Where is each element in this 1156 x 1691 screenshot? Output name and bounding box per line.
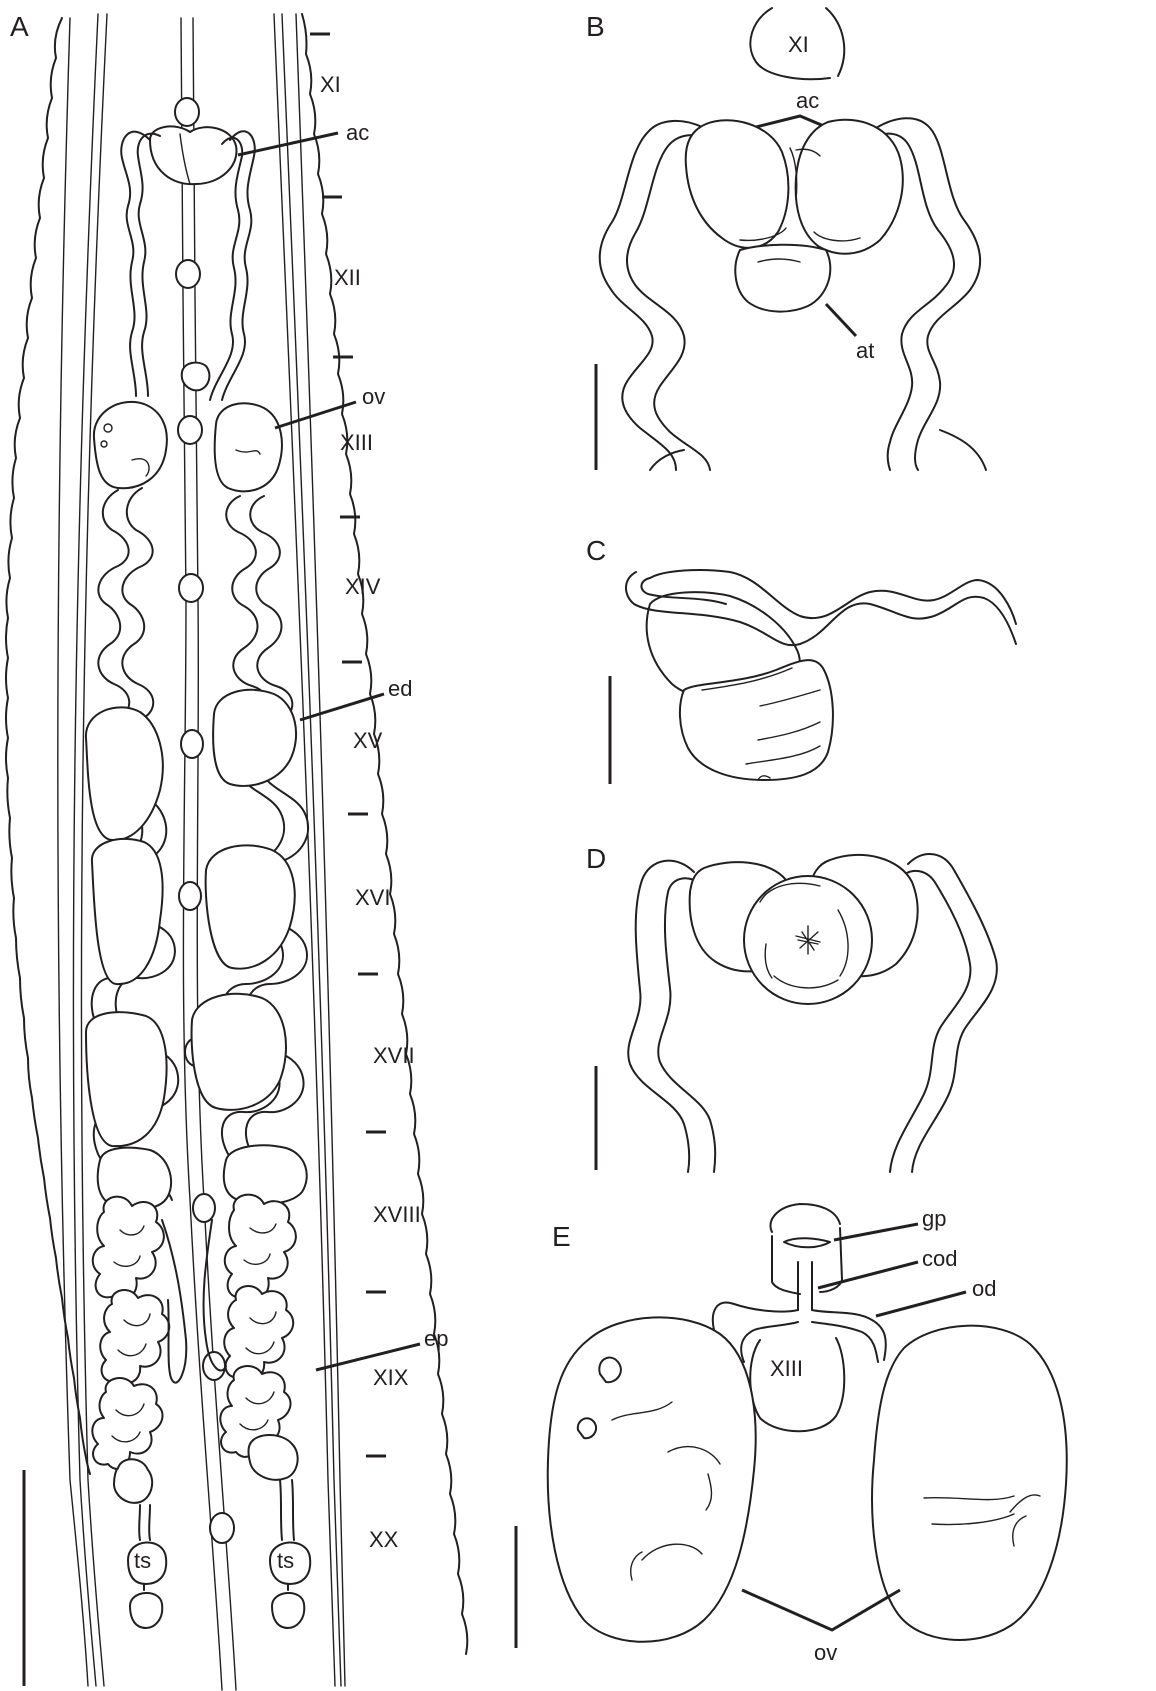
label-ed: ed (388, 676, 412, 701)
e-right-ovary (872, 1326, 1067, 1640)
e-left-ovary-oocyte-1 (599, 1358, 621, 1383)
b-atrial-base (735, 245, 830, 312)
label-e-gp: gp (922, 1206, 946, 1231)
label-b-segment-xi: XI (788, 32, 809, 57)
label-e-od: od (972, 1276, 996, 1301)
leader-ov (275, 402, 356, 428)
label-ac: ac (346, 120, 369, 145)
segment-label-xv: XV (353, 728, 383, 753)
b-left-atrium (686, 120, 789, 248)
segment-label-xvii: XVII (373, 1043, 415, 1068)
e-oviducts-lower (741, 1322, 878, 1362)
e-gonopore-slit (784, 1238, 830, 1247)
e-common-oviduct (798, 1262, 812, 1310)
label-ts-right: ts (277, 1548, 294, 1573)
label-b-ac: ac (796, 88, 819, 113)
label-e-cod: cod (922, 1246, 957, 1271)
b-right-duct-branch (940, 430, 986, 470)
panel-letter-b: B (586, 11, 605, 42)
d-left-duct-outer (628, 861, 694, 1172)
central-ovisac (182, 363, 210, 391)
body-wall-left-outer (6, 18, 90, 1474)
leader-b-at (826, 304, 856, 336)
panel-letter-c: C (586, 535, 606, 566)
left-prostate-cluster (92, 1197, 186, 1540)
e-segment-xiii-outline (750, 1338, 844, 1431)
leader-e-ov (742, 1590, 900, 1630)
segment-label-xi: XI (320, 72, 341, 97)
leader-ed (300, 694, 384, 720)
segment-label-xvi: XVI (355, 885, 390, 910)
panel-e: E XIII ov gp cod od (516, 1204, 1067, 1665)
segment-label-xiii: XIII (340, 430, 373, 455)
leader-e-cod (818, 1262, 918, 1288)
right-ovary-and-duct (192, 403, 309, 1204)
segment-label-xix: XIX (373, 1365, 409, 1390)
segment-label-xii: XII (334, 265, 361, 290)
leader-e-gp (834, 1224, 918, 1240)
segment-label-xiv: XIV (345, 574, 381, 599)
label-ts-left: ts (134, 1548, 151, 1573)
b-left-duct-branch (650, 450, 684, 470)
panel-c: C (586, 535, 1016, 784)
e-left-ovary (548, 1317, 756, 1641)
body-wall-right-inner-3 (282, 14, 341, 1686)
segment-xi-outline-right (826, 8, 844, 76)
d-right-duct-outer (908, 854, 997, 1172)
panel-a: A XI XII XIII XIV XV XVI XVI (6, 11, 467, 1690)
segment-label-xviii: XVIII (373, 1202, 421, 1227)
left-ovary-and-duct (86, 402, 178, 1209)
label-b-at: at (856, 338, 874, 363)
panel-d: D (586, 843, 997, 1172)
label-e-segment-xiii: XIII (770, 1356, 803, 1381)
e-gonopore-top (770, 1204, 840, 1232)
label-ov: ov (362, 384, 385, 409)
body-wall-left-inner (58, 18, 88, 1686)
panel-letter-e: E (552, 1221, 571, 1252)
panel-b: B XI ac at (586, 8, 986, 470)
leader-e-od (876, 1292, 966, 1316)
label-ep: ep (424, 1326, 448, 1351)
panel-letter-d: D (586, 843, 606, 874)
panel-letter-a: A (10, 11, 29, 42)
testis-sacs: ts ts (128, 1542, 310, 1628)
segment-label-xx: XX (369, 1527, 399, 1552)
b-right-atrium (796, 120, 903, 254)
label-e-ov: ov (814, 1640, 837, 1665)
